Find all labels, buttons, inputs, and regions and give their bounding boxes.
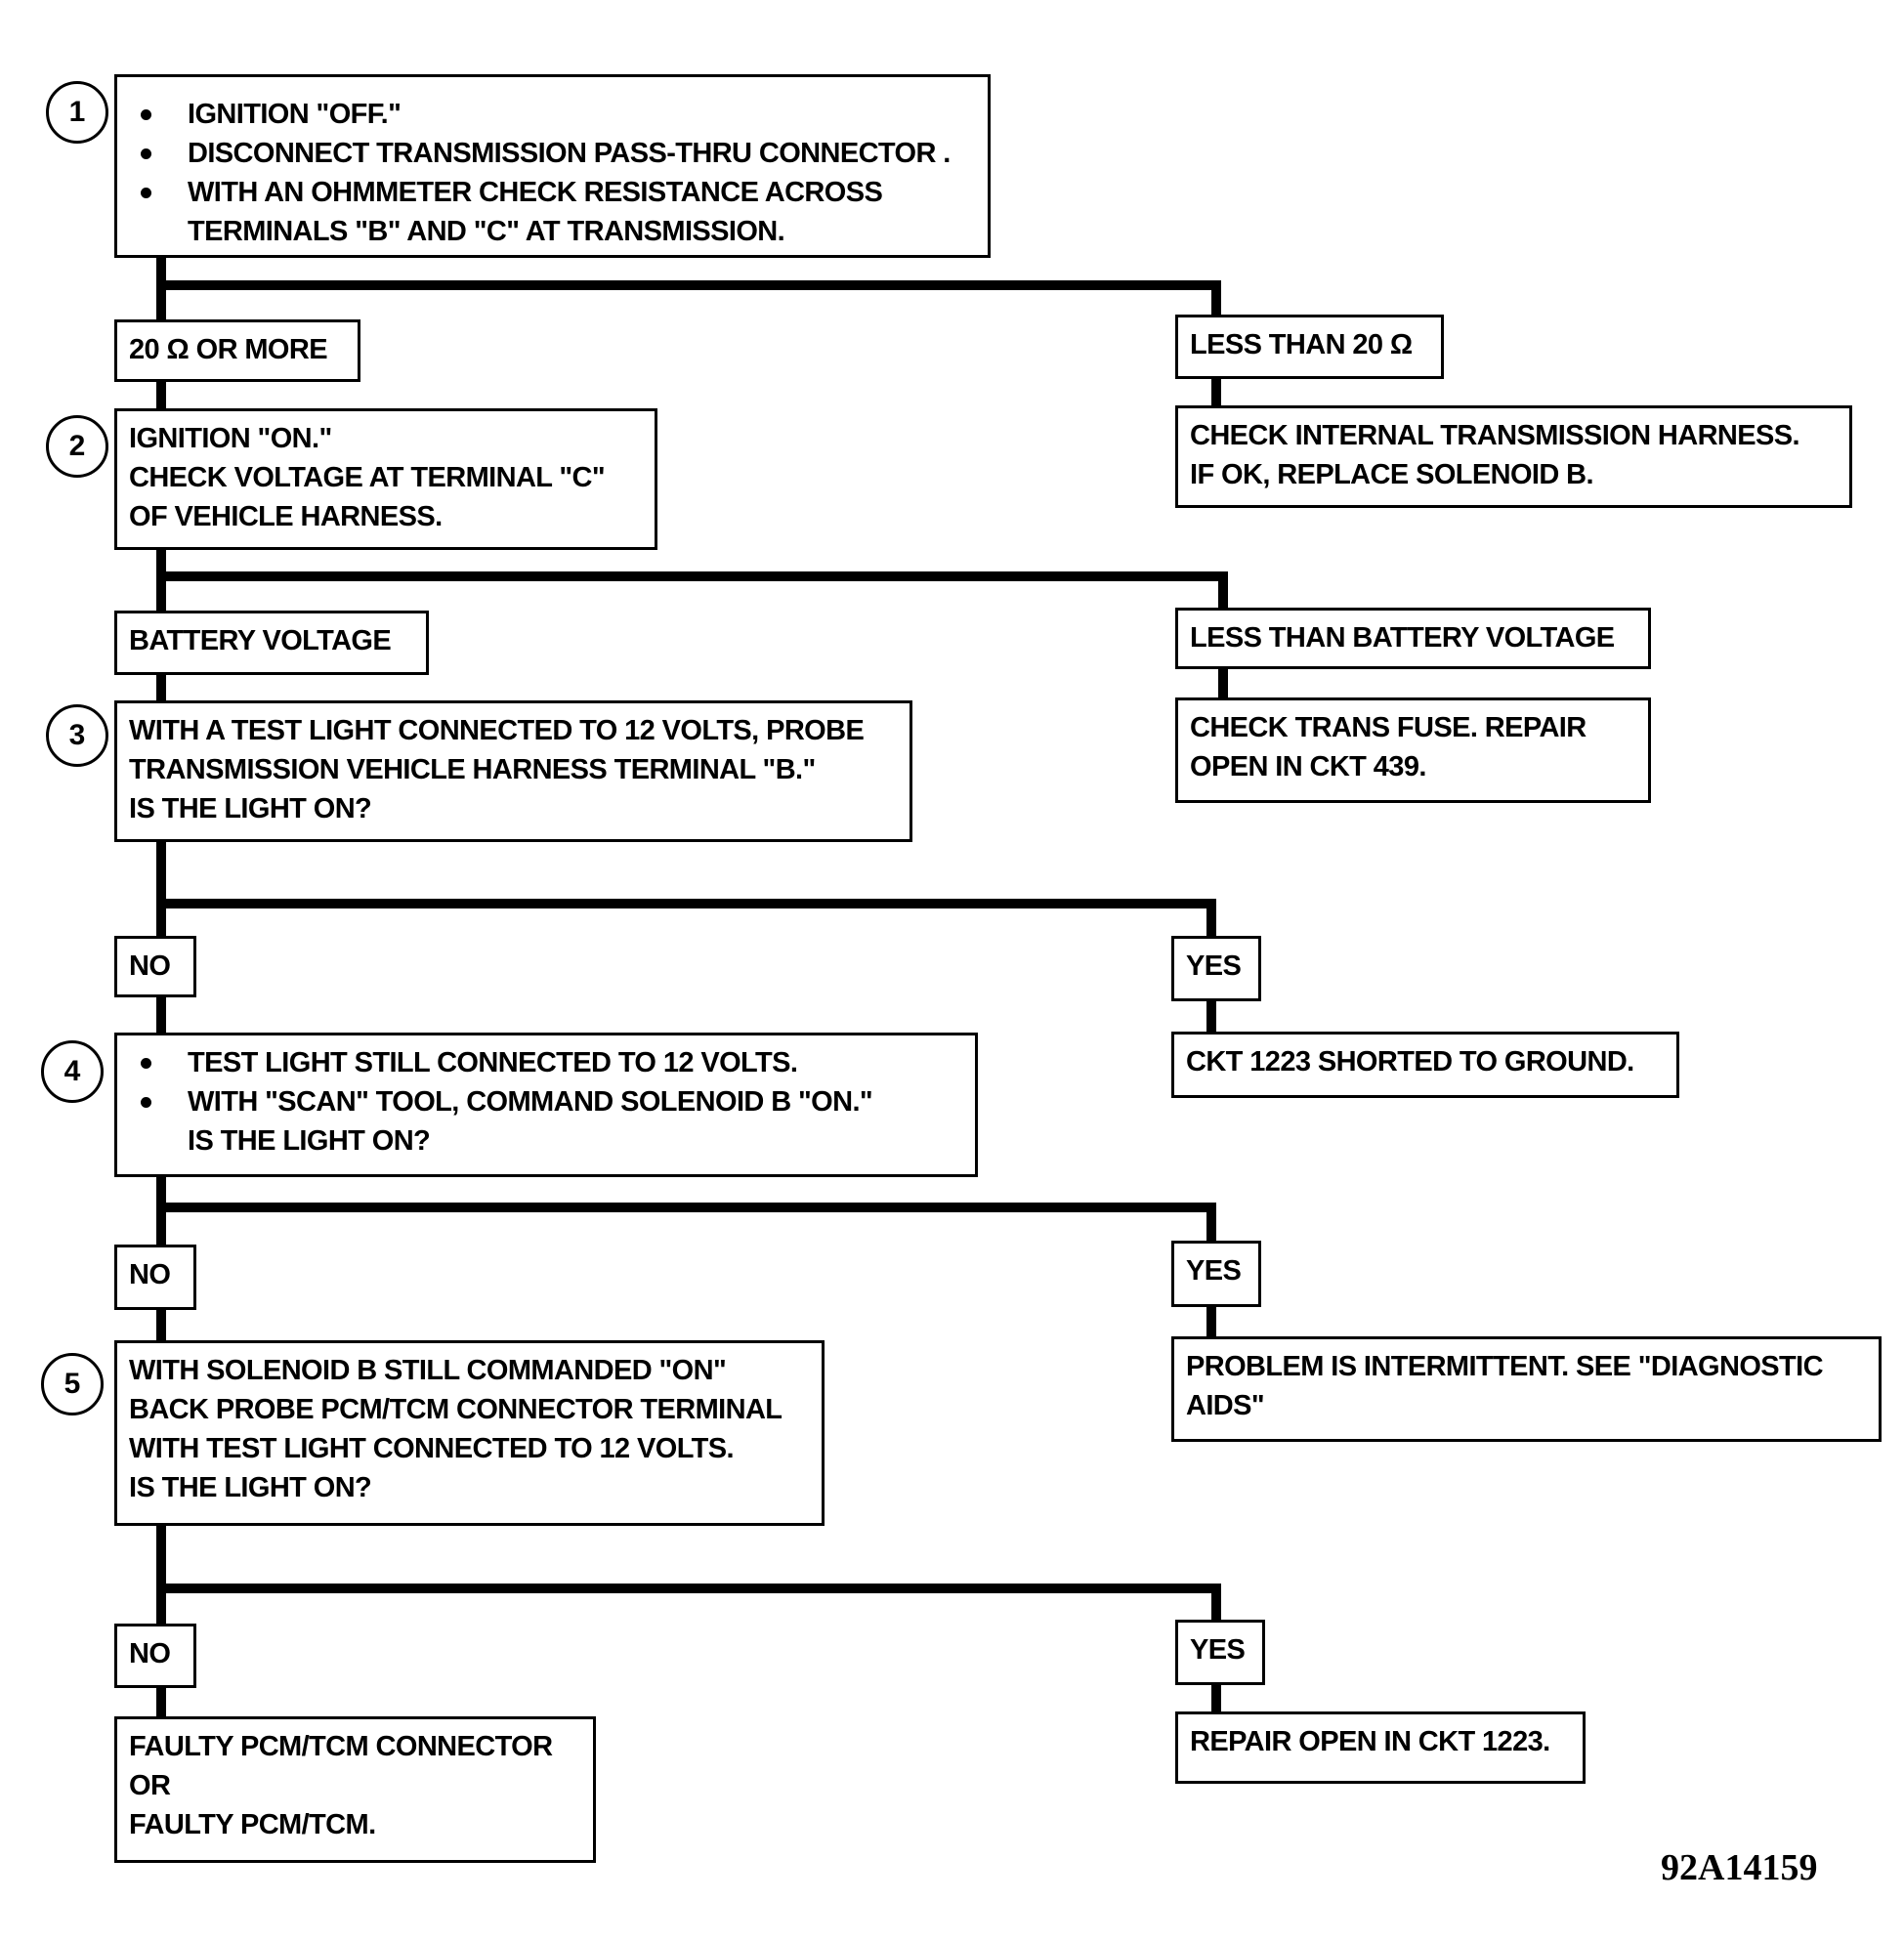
result-5-no: FAULTY PCM/TCM CONNECTOR OR FAULTY PCM/T…	[114, 1716, 596, 1863]
step-2-marker: 2	[46, 415, 108, 478]
step-4-line-2: WITH "SCAN" TOOL, COMMAND SOLENOID B "ON…	[129, 1082, 963, 1121]
step-1-marker: 1	[46, 81, 108, 144]
step-5-line-3: WITH TEST LIGHT CONNECTED TO 12 VOLTS.	[129, 1433, 735, 1464]
step-1-box: IGNITION "OFF." DISCONNECT TRANSMISSION …	[114, 74, 991, 258]
result-1-line-2: IF OK, REPLACE SOLENOID B.	[1190, 459, 1594, 490]
split-4	[156, 1203, 1216, 1246]
step-3-line-3: IS THE LIGHT ON?	[129, 793, 372, 824]
step-1-line-4: TERMINALS "B" AND "C" AT TRANSMISSION.	[188, 216, 785, 247]
result-5-no-line-3: FAULTY PCM/TCM.	[129, 1809, 376, 1840]
branch-1-left: 20 Ω OR MORE	[114, 319, 360, 382]
step-5-line-4: IS THE LIGHT ON?	[129, 1472, 372, 1503]
result-2-line-1: CHECK TRANS FUSE. REPAIR	[1190, 712, 1587, 743]
step-3-line-1: WITH A TEST LIGHT CONNECTED TO 12 VOLTS,…	[129, 715, 865, 746]
split-1	[156, 280, 1221, 317]
result-4-line-2: AIDS"	[1186, 1390, 1265, 1421]
step-4-box: TEST LIGHT STILL CONNECTED TO 12 VOLTS. …	[114, 1033, 978, 1177]
step-1-line-3: WITH AN OHMMETER CHECK RESISTANCE ACROSS	[129, 173, 976, 212]
step-4-line-1: TEST LIGHT STILL CONNECTED TO 12 VOLTS.	[129, 1043, 963, 1082]
step-5-line-2: BACK PROBE PCM/TCM CONNECTOR TERMINAL	[129, 1394, 783, 1425]
branch-5-right: YES	[1175, 1620, 1265, 1685]
step-3-marker: 3	[46, 704, 108, 767]
result-4: PROBLEM IS INTERMITTENT. SEE "DIAGNOSTIC…	[1171, 1336, 1882, 1442]
result-3: CKT 1223 SHORTED TO GROUND.	[1171, 1032, 1679, 1098]
split-5	[156, 1584, 1221, 1625]
result-1: CHECK INTERNAL TRANSMISSION HARNESS. IF …	[1175, 405, 1852, 508]
step-3-line-2: TRANSMISSION VEHICLE HARNESS TERMINAL "B…	[129, 754, 816, 785]
result-5-yes: REPAIR OPEN IN CKT 1223.	[1175, 1711, 1586, 1784]
step-5-line-1: WITH SOLENOID B STILL COMMANDED "ON"	[129, 1355, 727, 1386]
branch-4-left: NO	[114, 1245, 196, 1310]
result-4-line-1: PROBLEM IS INTERMITTENT. SEE "DIAGNOSTIC	[1186, 1351, 1824, 1382]
step-2-box: IGNITION "ON." CHECK VOLTAGE AT TERMINAL…	[114, 408, 657, 550]
result-2: CHECK TRANS FUSE. REPAIR OPEN IN CKT 439…	[1175, 697, 1651, 803]
result-5-no-line-2: OR	[129, 1770, 171, 1801]
figure-id: 92A14159	[1661, 1847, 1818, 1888]
step-2-line-1: IGNITION "ON."	[129, 423, 332, 454]
step-4-marker: 4	[41, 1040, 104, 1103]
step-2-line-2: CHECK VOLTAGE AT TERMINAL "C"	[129, 462, 606, 493]
branch-5-left: NO	[114, 1624, 196, 1688]
branch-2-left: BATTERY VOLTAGE	[114, 611, 429, 675]
branch-3-left: NO	[114, 936, 196, 997]
result-2-line-2: OPEN IN CKT 439.	[1190, 751, 1426, 782]
result-1-line-1: CHECK INTERNAL TRANSMISSION HARNESS.	[1190, 420, 1800, 451]
step-5-marker: 5	[41, 1353, 104, 1415]
branch-3-right: YES	[1171, 936, 1261, 1001]
branch-2-right: LESS THAN BATTERY VOLTAGE	[1175, 608, 1651, 669]
branch-4-right: YES	[1171, 1241, 1261, 1307]
step-1-line-2: DISCONNECT TRANSMISSION PASS-THRU CONNEC…	[129, 134, 976, 173]
branch-1-right: LESS THAN 20 Ω	[1175, 315, 1444, 379]
step-2-line-3: OF VEHICLE HARNESS.	[129, 501, 443, 532]
step-5-box: WITH SOLENOID B STILL COMMANDED "ON" BAC…	[114, 1340, 825, 1526]
step-3-box: WITH A TEST LIGHT CONNECTED TO 12 VOLTS,…	[114, 700, 912, 842]
split-2	[156, 571, 1228, 612]
result-5-no-line-1: FAULTY PCM/TCM CONNECTOR	[129, 1731, 553, 1762]
split-3	[156, 899, 1216, 943]
step-4-line-3: IS THE LIGHT ON?	[188, 1125, 431, 1157]
step-1-line-1: IGNITION "OFF."	[129, 95, 976, 134]
